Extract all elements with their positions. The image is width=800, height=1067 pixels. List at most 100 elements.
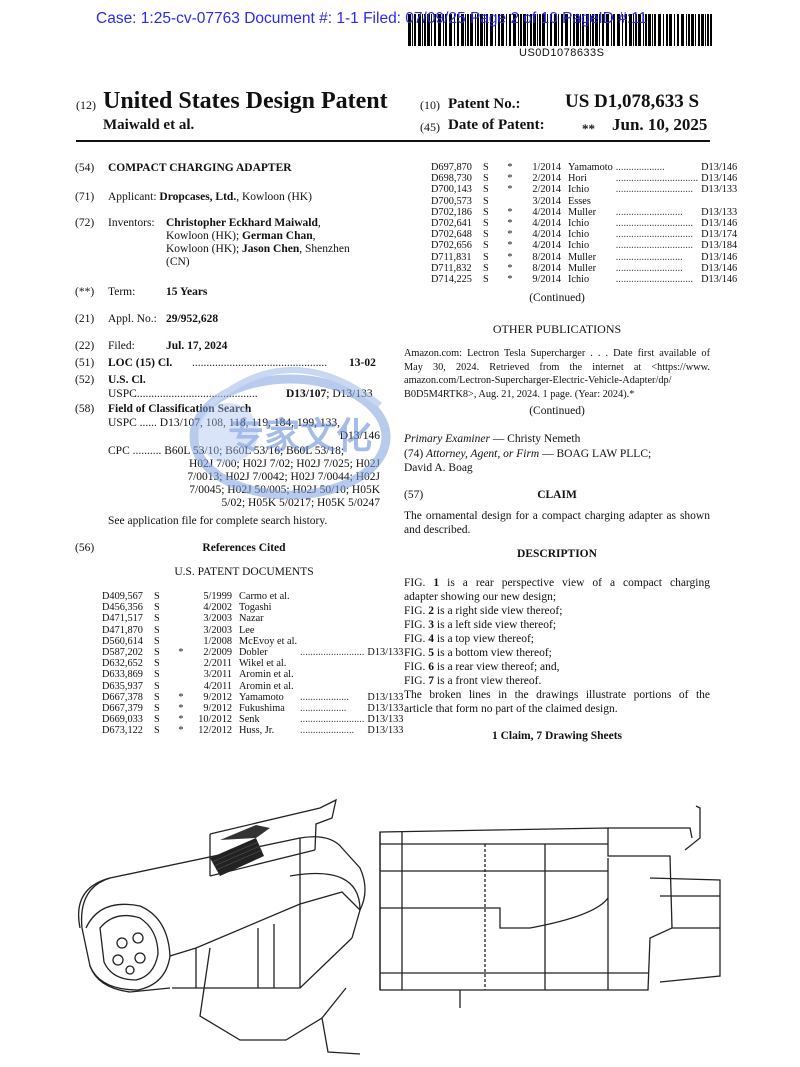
uspc-label: USPC	[108, 388, 137, 400]
ref-number: D700,573	[431, 195, 472, 207]
ref-number: D471,870	[102, 624, 143, 636]
barcode-bar	[561, 14, 563, 46]
barcode-bar	[613, 14, 615, 46]
barcode-bar	[611, 14, 612, 46]
ref-dots: ..................	[300, 703, 347, 715]
barcode-bar	[418, 14, 421, 46]
ref-name: Ichio	[568, 218, 590, 230]
figure-number: 3	[428, 619, 435, 631]
applicant-place: , Kowloon (HK)	[236, 191, 312, 203]
ref-class: D13/146	[701, 262, 738, 274]
ref-cited-flag	[168, 681, 194, 692]
ref-date: 5/1999	[203, 591, 232, 602]
ref-date: 2/2014	[532, 173, 561, 185]
ref-dots: ..........................	[615, 206, 683, 218]
barcode-number: US0D1078633S	[519, 47, 605, 59]
barcode-bar	[652, 14, 653, 46]
ref-date: 8/2014	[532, 251, 561, 263]
figure-number: 6	[428, 661, 435, 673]
figure-number: 4	[428, 633, 435, 645]
filed-date: Jul. 17, 2024	[166, 340, 228, 352]
ref-name: Muller	[568, 262, 597, 274]
ref-number: D633,869	[102, 669, 143, 681]
barcode-bar	[443, 14, 444, 46]
ref-number: D560,614	[102, 635, 143, 647]
code-45: (45)	[420, 120, 440, 134]
attorney-label: Attorney, Agent, or Firm	[426, 448, 540, 460]
code-58: (58)	[75, 403, 95, 415]
barcode-bar	[486, 14, 488, 46]
ref-number: D456,356	[102, 602, 143, 614]
barcode-bar	[539, 14, 541, 46]
ref-dots: ..............................	[615, 240, 693, 252]
loc-label: LOC (15) Cl.	[108, 357, 173, 369]
ref-date: 9/2012	[203, 691, 232, 703]
ref-name: Senk	[239, 714, 260, 726]
description-text: is a bottom view thereof;	[434, 647, 552, 659]
ref-kind: S	[483, 195, 489, 207]
ref-name: Nazar	[239, 613, 264, 625]
applicant-name: Dropcases, Ltd.	[159, 191, 237, 203]
ref-class	[364, 681, 403, 692]
date-label: Date of Patent:	[448, 117, 545, 133]
ref-kind: S	[483, 229, 489, 241]
barcode-bar	[427, 14, 430, 46]
ref-name: Ichio	[568, 240, 590, 252]
barcode-bar	[625, 14, 627, 46]
barcode-bar	[666, 14, 668, 46]
barcode-bar	[617, 14, 620, 46]
barcode-bar	[654, 14, 656, 46]
barcode-bar	[550, 14, 552, 46]
barcode-bar	[422, 14, 423, 46]
ref-kind: S	[154, 591, 160, 602]
ref-dots: ..............................	[615, 229, 693, 241]
code-72: (72)	[75, 217, 95, 229]
ref-number: D632,652	[102, 658, 143, 670]
description-text: is a top view thereof;	[434, 633, 534, 645]
ref-class	[364, 636, 403, 647]
appl-number: 29/952,628	[166, 313, 219, 325]
code-74: (74)	[404, 448, 427, 460]
barcode-bar	[681, 14, 684, 46]
barcode-bar	[595, 14, 598, 46]
ref-date: 1/2014	[532, 162, 561, 173]
ref-cited-flag: *	[507, 184, 513, 196]
ref-number: D702,641	[431, 218, 472, 230]
barcode-bar	[698, 14, 700, 46]
ref-date: 9/2012	[203, 703, 232, 715]
ref-date: 3/2011	[203, 669, 232, 681]
ref-date: 2/2011	[203, 658, 232, 670]
barcode-bar	[457, 14, 459, 46]
description-text: is a left side view thereof;	[434, 619, 557, 631]
barcode-bar	[622, 14, 623, 46]
description-line: FIG. 3 is a left side view thereof;	[404, 618, 710, 632]
barcode-bar	[475, 14, 476, 46]
ref-date: 4/2014	[532, 229, 561, 241]
inventors-label: Inventors:	[108, 217, 155, 229]
barcode-bar	[513, 14, 516, 46]
barcode-bar	[663, 14, 664, 46]
description-text: FIG.	[404, 633, 429, 645]
barcode-bar	[438, 14, 441, 46]
barcode-bar	[707, 14, 709, 46]
other-pub-line: May 30, 2024. Retrieved from the interne…	[404, 361, 710, 373]
ref-date: 10/2012	[198, 714, 232, 726]
ref-date: 4/2011	[203, 680, 232, 692]
watermark-logo: 专家文化	[189, 367, 391, 500]
ref-name: Ichio	[568, 184, 590, 196]
inventor-1: Christopher Eckhard Maiwald	[166, 217, 318, 229]
ref-name: Carmo et al.	[239, 591, 290, 602]
attorney-line: (74) Attorney, Agent, or Firm — BOAG LAW…	[404, 448, 651, 461]
ref-class	[364, 613, 403, 624]
ref-number: D702,648	[431, 229, 472, 241]
ref-class	[364, 625, 403, 636]
ref-kind: S	[154, 658, 160, 670]
loc-dots: ........................................…	[192, 357, 328, 369]
ref-kind: S	[154, 635, 160, 647]
examiner-name: — Christy Nemeth	[489, 433, 581, 445]
ref-class	[364, 669, 403, 680]
